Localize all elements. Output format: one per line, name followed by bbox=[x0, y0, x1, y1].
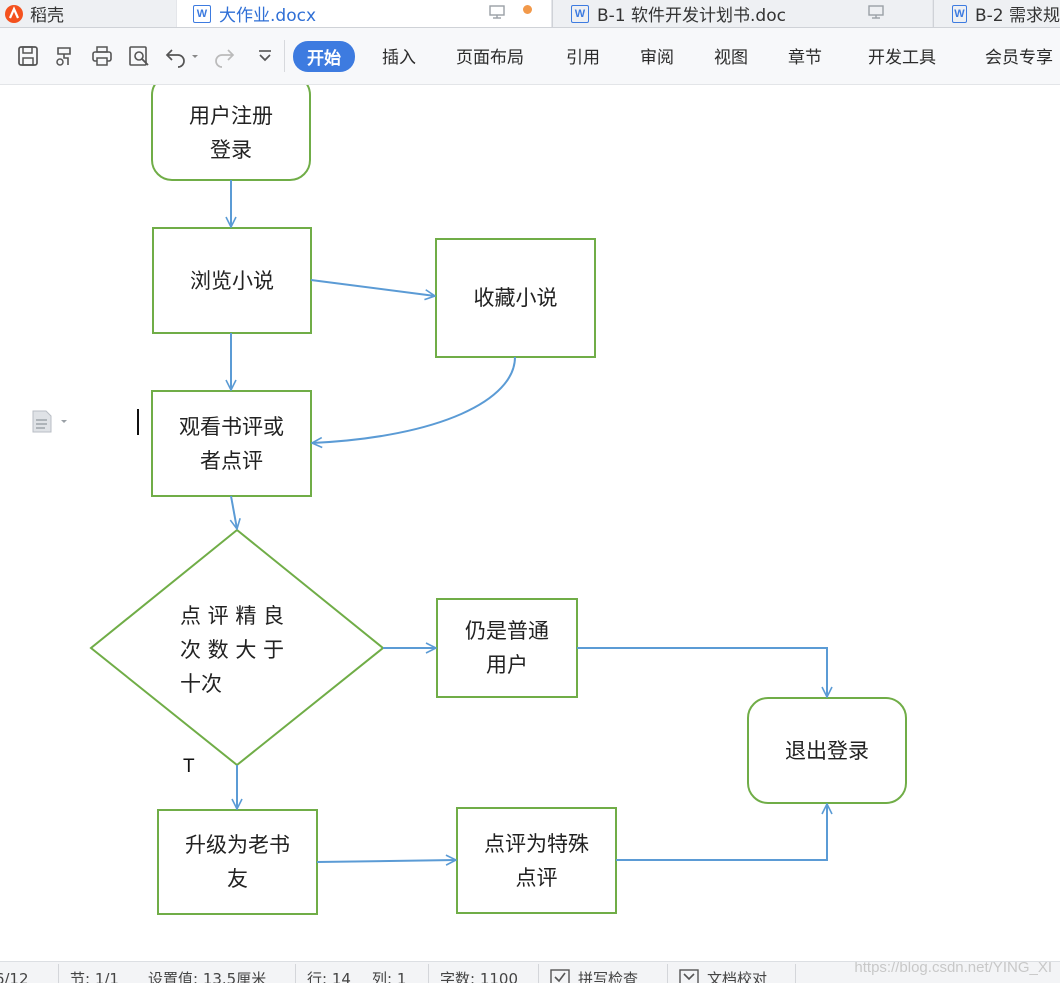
status-divider bbox=[667, 964, 668, 983]
node-browse-shape[interactable] bbox=[152, 227, 312, 334]
menu-page-layout[interactable]: 页面布局 bbox=[456, 48, 524, 68]
tab-label: B-1 软件开发计划书.doc bbox=[597, 6, 786, 26]
status-divider bbox=[538, 964, 539, 983]
status-col: 列: 1 bbox=[372, 970, 407, 983]
arrow-browse-collect bbox=[310, 279, 435, 296]
tab-label: B-2 需求规 bbox=[974, 6, 1060, 26]
tab-bar: 稻壳 W 大作业.docx W B-1 软件开发计划书.doc W B-2 需求… bbox=[0, 0, 1060, 28]
menu-reference[interactable]: 引用 bbox=[566, 48, 600, 68]
node-normal-label: 仍是普通用户 bbox=[465, 619, 549, 677]
wps-writer-icon: W bbox=[571, 4, 589, 23]
spellcheck-button[interactable]: 拼写检查 bbox=[578, 970, 639, 983]
node-register-label: 用户注册登录 bbox=[189, 103, 273, 162]
status-divider bbox=[295, 964, 296, 983]
undo-dropdown-icon[interactable] bbox=[190, 44, 200, 68]
monitor-icon[interactable] bbox=[868, 5, 884, 19]
status-page[interactable]: 页: 6/12 bbox=[0, 970, 29, 983]
tab-b1[interactable]: W B-1 软件开发计划书.doc bbox=[552, 0, 932, 27]
arrow-upgrade-special bbox=[316, 860, 456, 862]
node-special-shape[interactable] bbox=[456, 807, 617, 914]
status-wordcount[interactable]: 字数: 1100 bbox=[440, 970, 518, 983]
node-logout-label: 退出登录 bbox=[785, 738, 869, 763]
status-divider bbox=[428, 964, 429, 983]
watermark: https://blog.csdn.net/YING_XI bbox=[854, 961, 1052, 976]
status-divider bbox=[58, 964, 59, 983]
wps-writer-icon: W bbox=[952, 4, 967, 23]
menu-member[interactable]: 会员专享 bbox=[985, 48, 1053, 68]
node-special-label: 点评为特殊点评 bbox=[484, 831, 589, 890]
daoke-logo-icon bbox=[5, 4, 23, 23]
status-divider bbox=[795, 964, 796, 983]
status-row: 行: 14 bbox=[307, 970, 351, 983]
spellcheck-icon[interactable] bbox=[550, 969, 570, 983]
status-bar: 页: 6/12 节: 1/1 设置值: 13.5厘米 行: 14 列: 1 字数… bbox=[0, 961, 1060, 983]
node-collect-shape[interactable] bbox=[435, 238, 596, 358]
node-review-label: 观看书评或者点评 bbox=[179, 414, 284, 473]
format-painter-icon[interactable] bbox=[53, 44, 77, 68]
text-cursor bbox=[137, 409, 139, 435]
tab-dazuoye[interactable]: W 大作业.docx bbox=[177, 0, 551, 27]
menu-view[interactable]: 视图 bbox=[714, 48, 748, 68]
arrow-special-logout bbox=[616, 804, 827, 861]
save-icon[interactable] bbox=[16, 44, 40, 68]
node-review-shape[interactable] bbox=[151, 390, 312, 497]
node-collect-label: 收藏小说 bbox=[473, 286, 558, 310]
proofread-button[interactable]: 文档校对 bbox=[707, 970, 768, 983]
tab-daoke[interactable]: 稻壳 bbox=[0, 0, 176, 27]
node-decision-label: 点 评 精 良次 数 大 于十次 bbox=[180, 604, 285, 696]
monitor-icon[interactable] bbox=[489, 5, 505, 19]
status-section: 节: 1/1 bbox=[70, 970, 119, 983]
print-icon[interactable] bbox=[90, 44, 114, 68]
wps-writer-icon: W bbox=[193, 4, 211, 23]
node-upgrade-label: 升级为老书友 bbox=[185, 833, 290, 891]
document-area[interactable]: 用户注册登录 浏览小说 收藏小说 观看书评或者点评 点 评 精 良次 数 大 于… bbox=[0, 85, 1060, 960]
paragraph-layout-icon[interactable] bbox=[31, 408, 71, 434]
tab-label: 稻壳 bbox=[30, 6, 64, 26]
menu-chapter[interactable]: 章节 bbox=[788, 48, 822, 68]
toolbar-divider bbox=[284, 40, 285, 72]
flowchart bbox=[89, 85, 907, 915]
menu-developer[interactable]: 开发工具 bbox=[868, 48, 936, 68]
arrow-normal-logout bbox=[577, 647, 827, 697]
node-browse-label: 浏览小说 bbox=[190, 268, 274, 293]
branch-label: T bbox=[183, 756, 195, 777]
menu-insert[interactable]: 插入 bbox=[382, 48, 416, 68]
arrow-review-decision bbox=[231, 495, 237, 529]
undo-icon[interactable] bbox=[164, 44, 188, 68]
menu-start[interactable]: 开始 bbox=[293, 41, 355, 72]
proofread-icon[interactable] bbox=[679, 969, 699, 983]
redo-icon[interactable] bbox=[212, 44, 236, 68]
toolbar: 开始 插入 页面布局 引用 审阅 视图 章节 开发工具 会员专享 bbox=[0, 28, 1060, 85]
tab-b2[interactable]: W B-2 需求规 bbox=[933, 0, 1060, 27]
customize-dropdown-icon[interactable] bbox=[253, 44, 277, 68]
unsaved-dot-icon bbox=[523, 5, 532, 14]
status-position: 设置值: 13.5厘米 bbox=[148, 970, 267, 983]
tab-label: 大作业.docx bbox=[219, 6, 317, 26]
arrow-collect-review bbox=[312, 356, 516, 443]
menu-review[interactable]: 审阅 bbox=[640, 48, 674, 68]
print-preview-icon[interactable] bbox=[127, 44, 151, 68]
